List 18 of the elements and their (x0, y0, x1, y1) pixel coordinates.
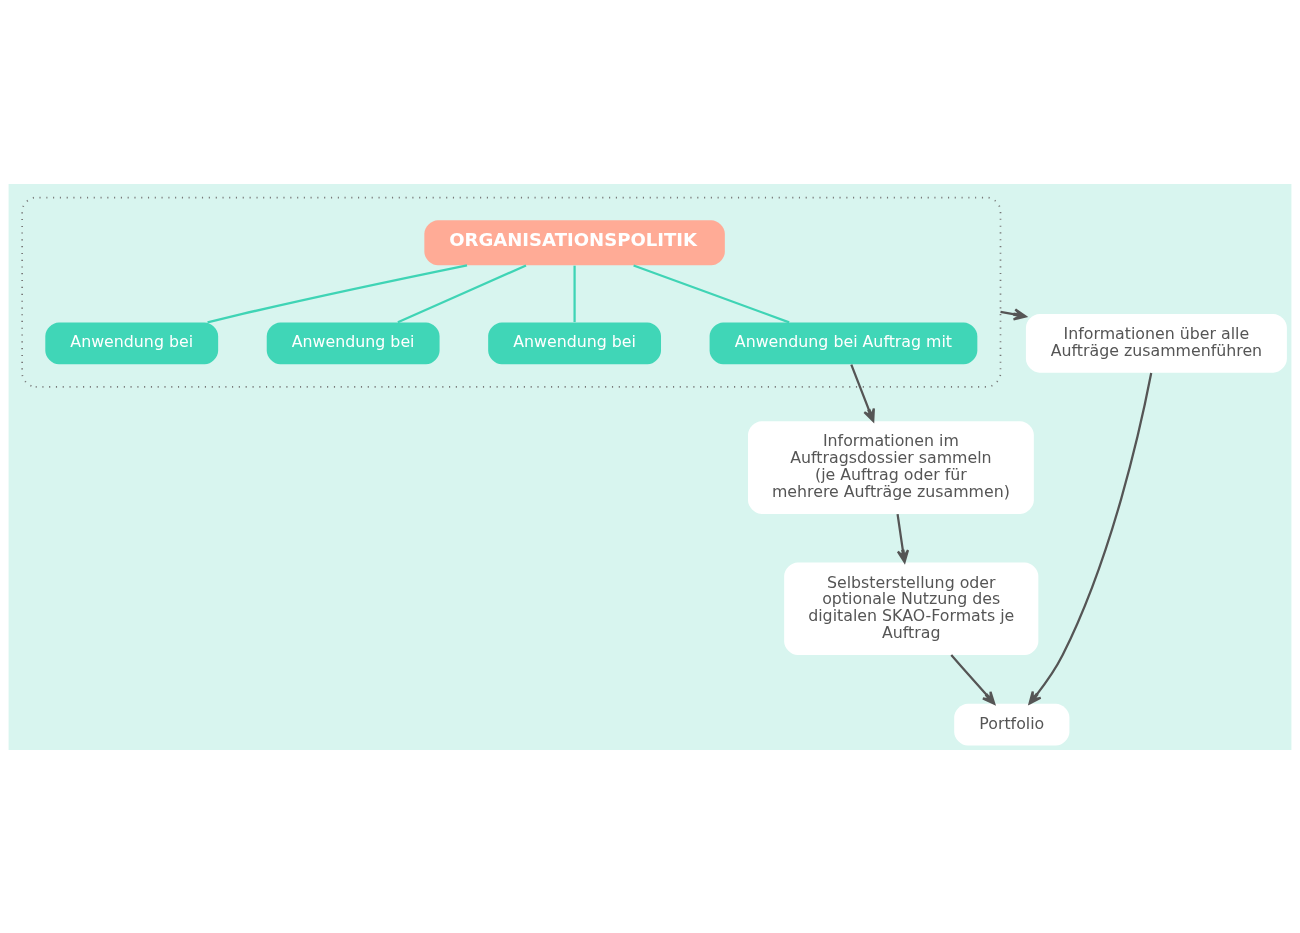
node-box: ORGANISATIONSPOLITIK (424, 219, 725, 265)
connector (207, 263, 468, 323)
node-box: Anwendung bei Auftrag mit (709, 321, 978, 364)
connector (633, 263, 790, 323)
node-box: Informationen im Auftragsdossier sammeln (je Auftrag oder für mehrere Aufträge zusammen) (748, 420, 1034, 514)
node-box: Informationen über alle Aufträge zusammenführen (1025, 313, 1287, 373)
arrow (1028, 372, 1153, 705)
arrow (850, 363, 875, 422)
connector (573, 265, 576, 322)
cluster (21, 196, 1002, 388)
node-box: Anwendung bei (488, 321, 661, 364)
node-box: Anwendung bei (266, 321, 440, 364)
node-box: Anwendung bei (45, 321, 219, 364)
node-box: Portfolio (954, 703, 1070, 745)
connector (397, 263, 527, 323)
arrow (896, 513, 910, 563)
arrow (950, 653, 996, 705)
node-box: Selbsterstellung oder optionale Nutzung des digitalen SKAO-Formats je Auftrag (784, 561, 1039, 655)
